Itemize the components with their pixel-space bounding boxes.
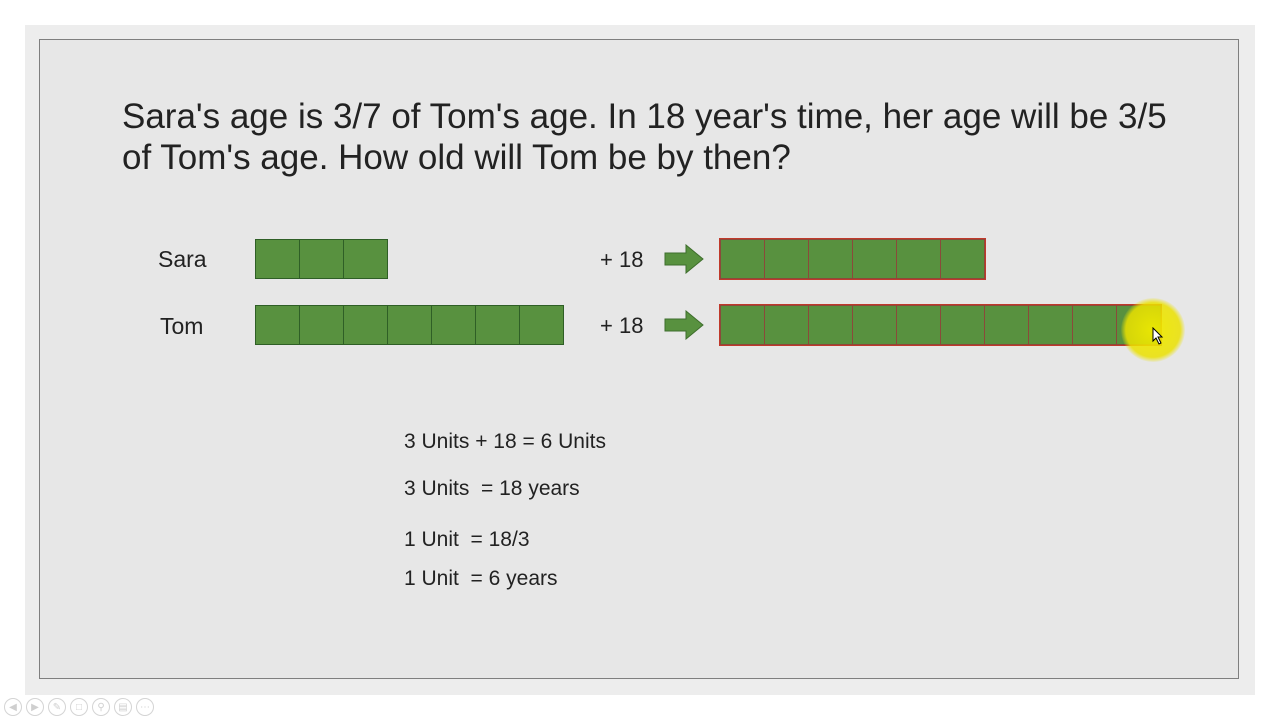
more-icon[interactable]: ⋯ xyxy=(136,698,154,716)
unit-block xyxy=(984,305,1029,345)
unit-block xyxy=(852,305,897,345)
previous-icon[interactable]: ◀ xyxy=(4,698,22,716)
unit-block xyxy=(764,239,809,279)
unit-block xyxy=(299,305,344,345)
sara-label: Sara xyxy=(158,246,207,272)
unit-block xyxy=(519,305,564,345)
unit-block xyxy=(720,305,765,345)
unit-block xyxy=(808,305,853,345)
tom-current-bar xyxy=(255,305,564,345)
unit-block xyxy=(940,239,985,279)
unit-block xyxy=(720,239,765,279)
tom-label: Tom xyxy=(160,313,204,339)
screen-icon[interactable]: ▤ xyxy=(114,698,132,716)
unit-block xyxy=(255,305,300,345)
right-arrow-icon xyxy=(664,310,704,340)
unit-block xyxy=(343,239,388,279)
zoom-icon[interactable]: ⚲ xyxy=(92,698,110,716)
slideshow-toolbar: ◀ ▶ ✎ □ ⚲ ▤ ⋯ xyxy=(4,698,154,716)
unit-block xyxy=(940,305,985,345)
right-arrow-icon xyxy=(664,244,704,274)
equation-line: 3 Units + 18 = 6 Units xyxy=(404,430,606,453)
tom-plus-label: + 18 xyxy=(600,313,644,338)
question-text: Sara's age is 3/7 of Tom's age. In 18 ye… xyxy=(122,97,1167,177)
sara-current-bar xyxy=(255,239,388,279)
slide-frame xyxy=(39,39,1239,679)
unit-block xyxy=(299,239,344,279)
unit-block xyxy=(431,305,476,345)
unit-block xyxy=(808,239,853,279)
mouse-cursor-icon xyxy=(1152,327,1164,345)
unit-block xyxy=(764,305,809,345)
equation-line: 1 Unit = 18/3 xyxy=(404,528,530,551)
unit-block xyxy=(475,305,520,345)
slides-icon[interactable]: □ xyxy=(70,698,88,716)
unit-block xyxy=(387,305,432,345)
equation-line: 1 Unit = 6 years xyxy=(404,567,558,590)
unit-block xyxy=(896,305,941,345)
unit-block xyxy=(343,305,388,345)
next-icon[interactable]: ▶ xyxy=(26,698,44,716)
unit-block xyxy=(1028,305,1073,345)
tom-future-bar xyxy=(719,304,1162,346)
unit-block xyxy=(1072,305,1117,345)
unit-block xyxy=(852,239,897,279)
unit-block xyxy=(255,239,300,279)
sara-future-bar xyxy=(719,238,986,280)
pen-icon[interactable]: ✎ xyxy=(48,698,66,716)
unit-block xyxy=(896,239,941,279)
equation-line: 3 Units = 18 years xyxy=(404,477,580,500)
sara-plus-label: + 18 xyxy=(600,247,644,272)
